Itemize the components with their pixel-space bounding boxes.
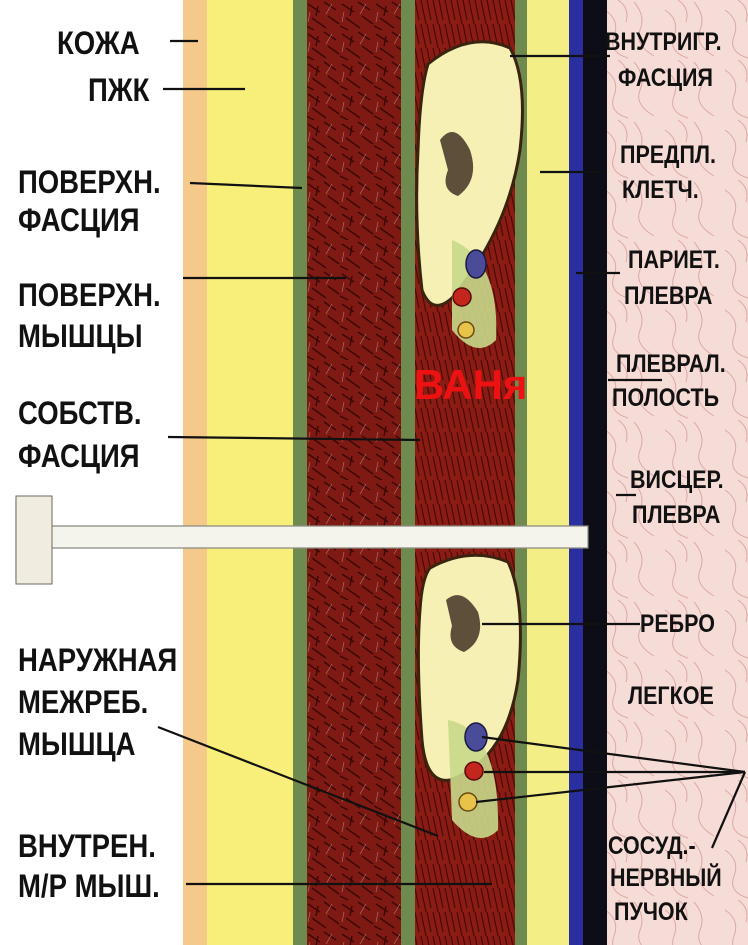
- subcutaneous-fat-layer: [207, 0, 293, 945]
- label-subcutaneous-fat: ПЖК: [88, 74, 149, 106]
- label-external-intercostal-line3: МЫШЦА: [18, 728, 135, 760]
- label-skin: КОЖА: [57, 27, 140, 59]
- label-endothoracic-fascia-line1: ВНУТРИГР.: [605, 30, 722, 55]
- label-neurovascular-bundle-line3: ПУЧОК: [614, 900, 688, 925]
- superficial-fascia-layer: [293, 0, 307, 945]
- label-rib: РЕБРО: [640, 612, 715, 637]
- label-superficial-fascia-line2: ФАСЦИЯ: [18, 204, 140, 236]
- label-pleural-cavity-line2: ПОЛОСТЬ: [612, 386, 719, 411]
- label-endothoracic-fascia-line2: ФАСЦИЯ: [618, 66, 713, 91]
- label-prepleural-tissue-line2: КЛЕТЧ.: [622, 178, 699, 203]
- label-visceral-pleura-line2: ПЛЕВРА: [632, 503, 720, 528]
- label-visceral-pleura-line1: ВИСЦЕР.: [630, 468, 724, 493]
- watermark: ВАНя: [414, 364, 527, 406]
- label-parietal-pleura-line1: ПАРИЕТ.: [628, 248, 720, 273]
- label-internal-intercostal-line1: ВНУТРЕН.: [18, 830, 156, 862]
- label-superficial-fascia-line1: ПОВЕРХН.: [18, 166, 161, 198]
- label-superficial-muscles-line2: МЫШЦЫ: [18, 320, 143, 352]
- label-external-intercostal-line2: МЕЖРЕБ.: [18, 686, 148, 718]
- label-neurovascular-bundle-line1: СОСУД.-: [608, 834, 696, 859]
- label-external-intercostal-line1: НАРУЖНАЯ: [18, 644, 177, 676]
- skin-layer: [183, 0, 207, 945]
- label-prepleural-tissue-line1: ПРЕДПЛ.: [620, 143, 716, 168]
- label-lung: ЛЕГКОЕ: [628, 684, 714, 709]
- label-pleural-cavity-line1: ПЛЕВРАЛ.: [616, 352, 726, 377]
- label-superficial-muscles-line1: ПОВЕРХН.: [18, 279, 161, 311]
- upper-vein: [466, 250, 486, 278]
- label-own-fascia-line1: СОБСТВ.: [18, 397, 142, 429]
- label-parietal-pleura-line2: ПЛЕВРА: [624, 284, 712, 309]
- lower-artery: [465, 762, 483, 780]
- label-neurovascular-bundle-line2: НЕРВНЫЙ: [610, 866, 722, 891]
- upper-artery: [453, 288, 471, 306]
- lower-nerve: [459, 793, 477, 811]
- pleural-cavity-layer: [583, 0, 607, 945]
- prepleural-tissue-layer: [527, 0, 569, 945]
- needle-hub: [16, 496, 52, 584]
- label-own-fascia-line2: ФАСЦИЯ: [18, 440, 140, 472]
- upper-nerve: [458, 322, 474, 338]
- own-fascia-layer: [401, 0, 415, 945]
- parietal-pleura-layer: [569, 0, 583, 945]
- label-internal-intercostal-line2: М/Р МЫШ.: [18, 870, 160, 902]
